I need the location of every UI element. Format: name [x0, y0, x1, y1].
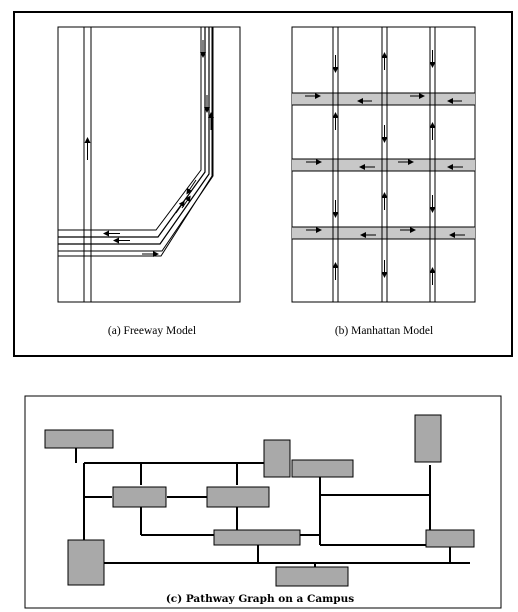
manhattan-caption: (b) Manhattan Model — [335, 325, 433, 337]
campus-pathway-svg: (c) Pathway Graph on a Campus — [24, 395, 502, 609]
mobility-models-figure: (a) Freeway Model — [13, 11, 513, 357]
freeway-bent-lane-1 — [58, 27, 202, 231]
campus-caption: (c) Pathway Graph on a Campus — [166, 593, 354, 605]
building-block — [67, 539, 105, 586]
manhattan-arrows — [305, 50, 465, 285]
campus-buildings — [44, 414, 475, 587]
mobility-models-svg: (a) Freeway Model — [13, 11, 513, 357]
building-block — [112, 486, 167, 508]
building-block — [206, 486, 270, 508]
campus-pathway-figure: (c) Pathway Graph on a Campus — [0, 395, 518, 612]
freeway-arrow — [186, 179, 197, 195]
building-block — [44, 429, 114, 449]
freeway-model: (a) Freeway Model — [57, 26, 241, 337]
building-block — [414, 414, 442, 463]
manhattan-model: (b) Manhattan Model — [291, 26, 476, 337]
building-block — [291, 459, 354, 478]
manhattan-horizontal-road — [292, 93, 475, 105]
building-block — [263, 439, 291, 478]
building-block — [275, 566, 349, 587]
freeway-arrow — [175, 200, 185, 214]
freeway-arrow — [181, 195, 191, 209]
manhattan-horizontal-road — [292, 227, 475, 239]
freeway-bent-lane-3 — [58, 27, 210, 245]
figure-frame — [13, 11, 513, 357]
manhattan-horizontal-road — [292, 159, 475, 171]
building-block — [425, 529, 475, 548]
freeway-caption: (a) Freeway Model — [108, 325, 196, 337]
building-block — [213, 529, 301, 546]
freeway-bent-lane-4 — [58, 27, 214, 252]
